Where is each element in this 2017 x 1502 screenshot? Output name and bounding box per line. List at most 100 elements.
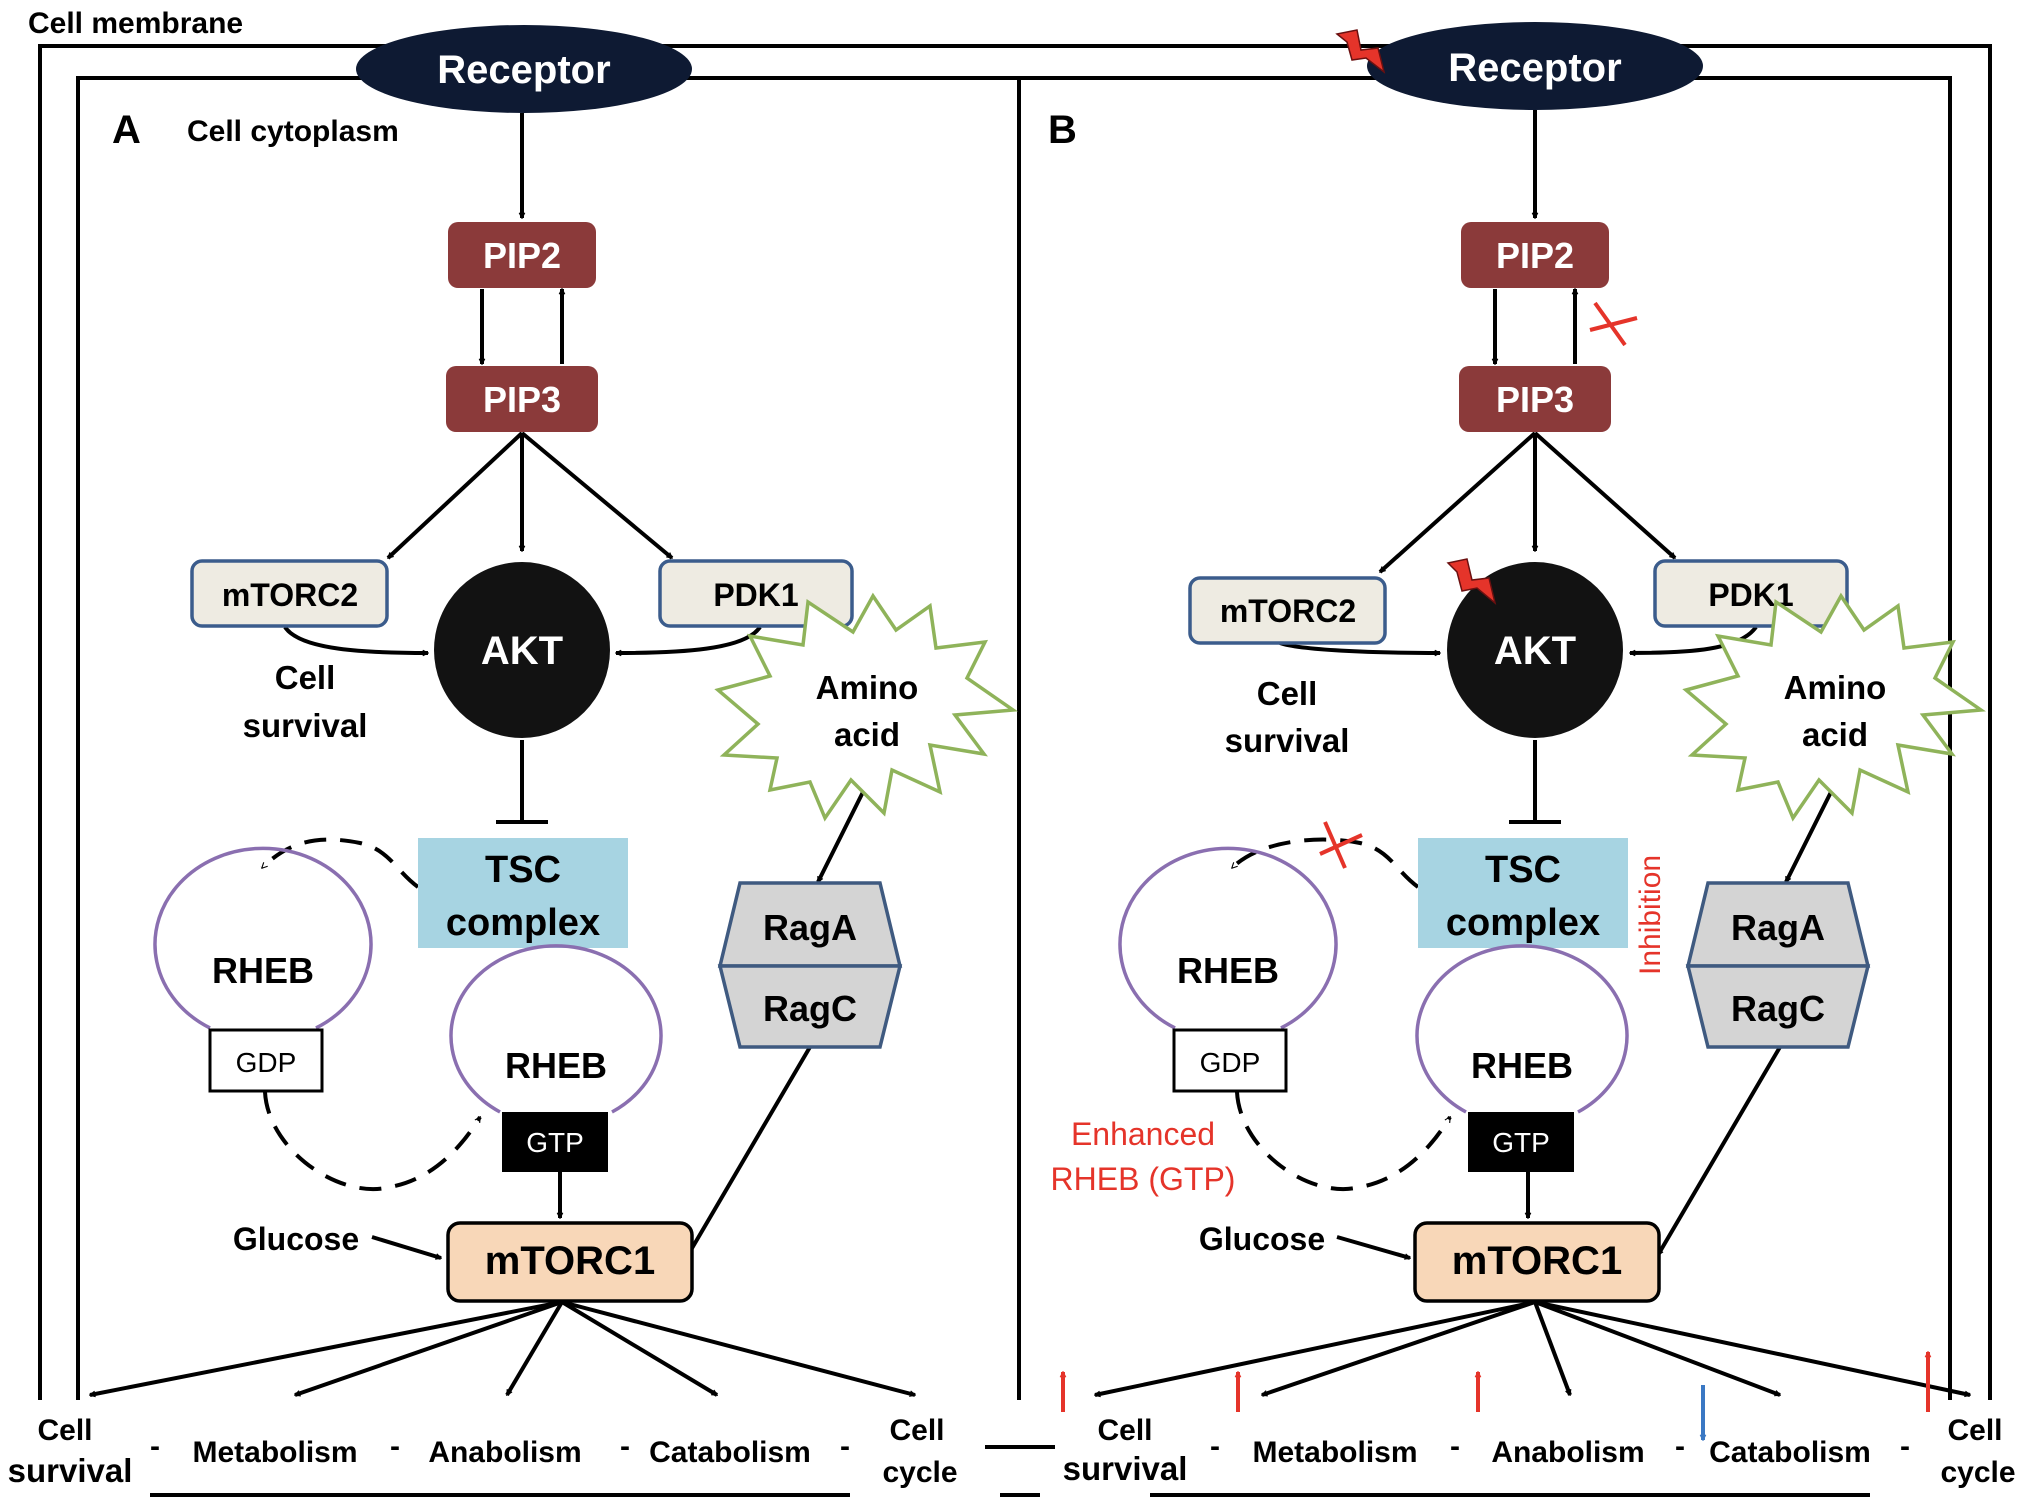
receptor: Receptor xyxy=(1367,22,1703,110)
outputs: Cell survival - Metabolism - Anabolism -… xyxy=(8,1414,958,1489)
panel-b: B Receptor xyxy=(1048,22,2016,1489)
raga-node: RagA xyxy=(1685,881,1871,968)
tsc-complex-node: TSC complex xyxy=(1418,838,1628,948)
output-cell-survival-line1: Cell xyxy=(1097,1414,1152,1447)
separator: - xyxy=(1675,1430,1685,1463)
separator: - xyxy=(150,1430,160,1463)
output-cell-survival-line2: survival xyxy=(1063,1450,1188,1487)
amino-line2: acid xyxy=(834,716,900,753)
rheb-gtp-label: RHEB xyxy=(505,1045,607,1086)
pdk1-node: PDK1 xyxy=(1653,559,1849,628)
panel-a: A Cell cytoplasm Receptor xyxy=(8,25,1018,1489)
receptor-label: Receptor xyxy=(437,48,610,92)
mtorc2-label: mTORC2 xyxy=(222,577,358,613)
enhanced-rheb-line1: Enhanced xyxy=(1071,1116,1215,1152)
tsc-line1: TSC xyxy=(1485,849,1561,891)
cell-membrane xyxy=(38,44,1992,1400)
akt-label: AKT xyxy=(1494,629,1576,673)
mtorc2-node: mTORC2 xyxy=(190,559,389,628)
mutation-lightning-icon xyxy=(1335,29,1386,74)
tsc-complex-node: TSC complex xyxy=(418,838,628,948)
output-cell-cycle-line1: Cell xyxy=(1947,1414,2002,1447)
pdk1-node: PDK1 xyxy=(658,559,854,628)
gdp-label: GDP xyxy=(236,1047,297,1078)
rheb-gtp-node: RHEB GTP xyxy=(1415,944,1629,1172)
rheb-gdp-node: RHEB GDP xyxy=(1118,846,1338,1093)
akt-label: AKT xyxy=(481,629,563,673)
block-cross-icon xyxy=(1319,821,1363,869)
separator: - xyxy=(1210,1430,1220,1463)
pip2-label: PIP2 xyxy=(483,235,561,276)
pip2-node: PIP2 xyxy=(448,222,596,288)
ragc-node: RagC xyxy=(1685,964,1871,1049)
raga-label: RagA xyxy=(763,907,857,948)
tsc-line1: TSC xyxy=(485,849,561,891)
output-cell-survival-line1: Cell xyxy=(37,1414,92,1447)
outputs: Cell survival - Metabolism - Anabolism -… xyxy=(1063,1414,2016,1489)
cell-survival-line2: survival xyxy=(243,707,368,744)
separator: - xyxy=(390,1430,400,1463)
amino-line1: Amino xyxy=(816,669,919,706)
amino-line2: acid xyxy=(1802,716,1868,753)
separator: - xyxy=(840,1430,850,1463)
gtp-label: GTP xyxy=(1492,1127,1550,1158)
mtorc1-node: mTORC1 xyxy=(446,1221,694,1303)
cell-survival-line2: survival xyxy=(1225,722,1350,759)
raga-label: RagA xyxy=(1731,907,1825,948)
separator: - xyxy=(1450,1430,1460,1463)
tsc-line2: complex xyxy=(446,902,600,944)
arrows xyxy=(1095,110,1970,1395)
pip2-label: PIP2 xyxy=(1496,235,1574,276)
pip3-label: PIP3 xyxy=(483,379,561,420)
pip2-node: PIP2 xyxy=(1461,222,1609,288)
output-anabolism: Anabolism xyxy=(428,1436,581,1469)
glucose-label: Glucose xyxy=(233,1221,359,1257)
change-arrows xyxy=(1063,1352,1928,1440)
separator: - xyxy=(1900,1430,1910,1463)
cell-survival-line1: Cell xyxy=(275,659,336,696)
raga-node: RagA xyxy=(717,881,903,968)
mtorc2-label: mTORC2 xyxy=(1220,593,1356,629)
panel-letter: A xyxy=(112,108,141,152)
output-catabolism: Catabolism xyxy=(1709,1436,1871,1469)
output-catabolism: Catabolism xyxy=(649,1436,811,1469)
ragc-label: RagC xyxy=(763,988,857,1029)
gdp-label: GDP xyxy=(1200,1047,1261,1078)
separator: - xyxy=(620,1430,630,1463)
mutation-lightning-icon xyxy=(1446,558,1497,606)
receptor: Receptor xyxy=(356,25,692,113)
membrane-label: Cell membrane xyxy=(28,7,243,40)
pdk1-label: PDK1 xyxy=(713,577,798,613)
output-cell-survival-line2: survival xyxy=(8,1452,133,1489)
mtorc2-node: mTORC2 xyxy=(1188,576,1387,645)
receptor-label: Receptor xyxy=(1448,46,1621,90)
rheb-gdp-node: RHEB GDP xyxy=(153,846,373,1093)
rheb-gdp-label: RHEB xyxy=(1177,950,1279,991)
rheb-gtp-node: RHEB GTP xyxy=(449,944,663,1172)
bottom-lines xyxy=(150,1445,1870,1497)
glucose-label: Glucose xyxy=(1199,1221,1325,1257)
mtorc1-label: mTORC1 xyxy=(1452,1239,1622,1283)
cytoplasm-label: Cell cytoplasm xyxy=(187,115,399,148)
enhanced-rheb-line2: RHEB (GTP) xyxy=(1051,1161,1236,1197)
output-anabolism: Anabolism xyxy=(1491,1436,1644,1469)
rheb-gdp-label: RHEB xyxy=(212,950,314,991)
output-metabolism: Metabolism xyxy=(192,1436,357,1469)
akt-node: AKT xyxy=(434,562,610,738)
panel-letter: B xyxy=(1048,108,1077,152)
mtorc1-label: mTORC1 xyxy=(485,1239,655,1283)
amino-acid-star: Amino acid xyxy=(714,592,1018,822)
output-cell-cycle-line2: cycle xyxy=(1940,1456,2015,1489)
output-metabolism: Metabolism xyxy=(1252,1436,1417,1469)
akt-node: AKT xyxy=(1447,562,1623,738)
ragc-label: RagC xyxy=(1731,988,1825,1029)
pip3-node: PIP3 xyxy=(1459,366,1611,432)
amino-acid-star: Amino acid xyxy=(1682,592,1986,822)
tsc-line2: complex xyxy=(1446,902,1600,944)
ragc-node: RagC xyxy=(717,964,903,1049)
arrows xyxy=(90,113,915,1395)
cell-survival-line1: Cell xyxy=(1257,675,1318,712)
mtorc1-node: mTORC1 xyxy=(1413,1221,1661,1303)
pip3-node: PIP3 xyxy=(446,366,598,432)
pip3-label: PIP3 xyxy=(1496,379,1574,420)
